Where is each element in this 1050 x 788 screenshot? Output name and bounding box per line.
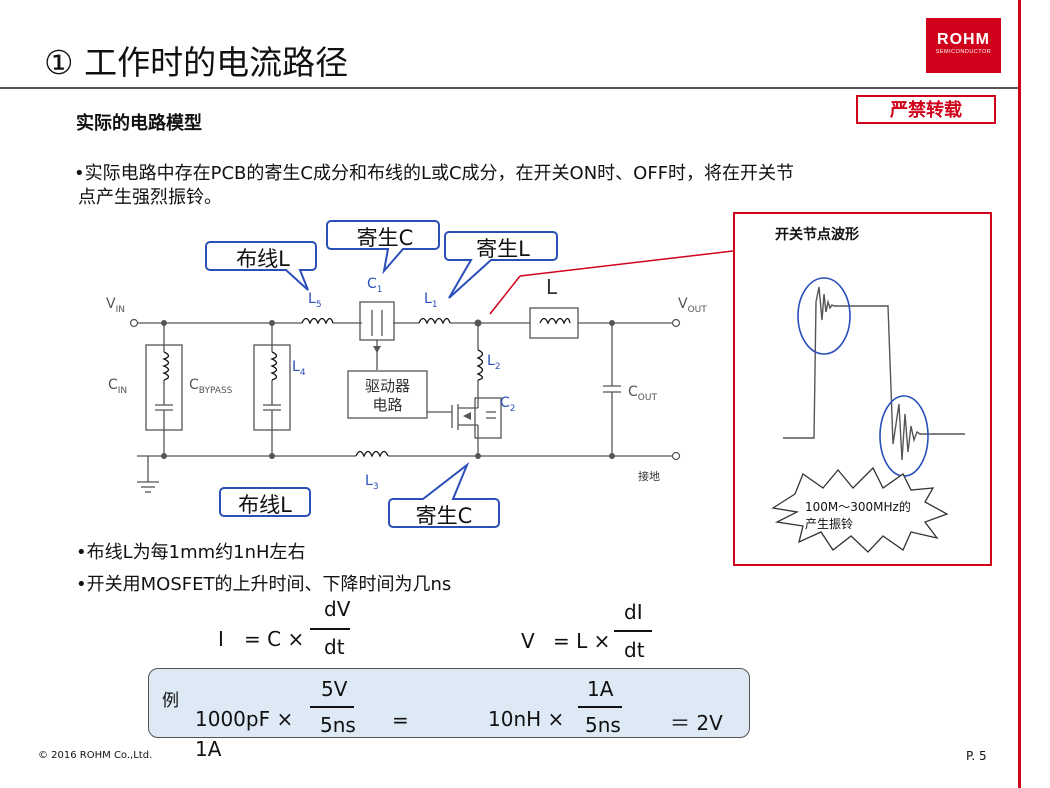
example1-num: 5V — [321, 677, 348, 701]
callout-parasitic-c-top: 寄生C — [356, 226, 414, 250]
label-vin: VIN — [106, 296, 125, 315]
label-c1: C1 — [367, 276, 383, 295]
callout-wire-l-bottom: 布线L — [238, 493, 292, 517]
example2-bar — [578, 706, 622, 708]
example1-lhs: 1000pF × — [195, 707, 294, 731]
formula-i-num: dV — [324, 597, 351, 621]
formula-v-bar — [614, 630, 652, 632]
label-c2: C2 — [500, 395, 516, 414]
formula-v-den: dt — [624, 638, 645, 662]
example-box — [148, 668, 750, 738]
waveform-graph — [771, 277, 965, 553]
label-cbypass: CBYPASS — [189, 377, 233, 396]
logo-sub-text: SEMICONDUCTOR — [935, 49, 992, 55]
label-l4: L4 — [292, 359, 306, 378]
formula-i-den: dt — [324, 635, 345, 659]
label-l3: L3 — [365, 473, 379, 492]
label-ground: 接地 — [638, 470, 660, 483]
example2-den: 5ns — [585, 713, 621, 737]
intro-line-1: •实际电路中存在PCB的寄生C成分和布线的L或C成分，在开关ON时、OFF时，将… — [74, 163, 795, 184]
label-l1: L1 — [424, 291, 438, 310]
example1-bar — [310, 706, 354, 708]
label-l5: L5 — [308, 291, 322, 310]
label-cin: CIN — [108, 377, 128, 396]
label-l2: L2 — [487, 353, 501, 372]
copyright: © 2016 ROHM Co.,Ltd. — [38, 750, 153, 761]
page-number: P. 5 — [966, 749, 987, 763]
example1-den: 5ns — [320, 713, 356, 737]
formula-v-lhs: V — [521, 629, 535, 653]
example1-equals: = — [392, 708, 409, 732]
callout-parasitic-l: 寄生L — [476, 237, 530, 261]
bullet-wire-inductance: •布线L为每1mm约1nH左右 — [76, 542, 306, 563]
no-reprint-stamp: 严禁转载 — [856, 95, 996, 124]
logo-main-text: ROHM — [937, 31, 990, 48]
label-cout: COUT — [628, 384, 657, 403]
example2-num: 1A — [587, 677, 614, 701]
formula-v-eq: = L × — [553, 629, 611, 653]
rohm-logo: ROHM SEMICONDUCTOR — [926, 18, 1001, 73]
formula-i-bar — [310, 628, 350, 630]
ringing-burst-text: 100M～300MHz的 产生振铃 — [805, 500, 911, 531]
section-subtitle: 实际的电路模型 — [76, 113, 202, 134]
label-l: L — [546, 275, 558, 299]
formula-v-num: dI — [624, 600, 643, 624]
driver-circuit-label: 驱动器 电路 — [364, 377, 410, 414]
title-divider — [0, 87, 1018, 89]
waveform-title: 开关节点波形 — [775, 227, 859, 243]
right-edge-bar — [1018, 0, 1021, 788]
example2-lhs: 10nH × — [488, 707, 565, 731]
formula-i-lhs: I — [218, 627, 224, 651]
label-vout: VOUT — [678, 296, 707, 315]
page-title: ① 工作时的电流路径 — [44, 43, 349, 82]
callout-parasitic-c-bottom: 寄生C — [415, 504, 473, 528]
intro-line-2: 点产生强烈振铃。 — [78, 187, 222, 208]
callout-wire-l-top: 布线L — [236, 247, 290, 271]
intro-paragraph: •实际电路中存在PCB的寄生C成分和布线的L或C成分，在开关ON时、OFF时，将… — [74, 162, 794, 210]
example-label: 例 — [162, 691, 179, 711]
example1-result: 1A — [195, 737, 222, 761]
formula-i-eq: = C × — [244, 627, 305, 651]
example2-result: ＝ 2V — [670, 711, 723, 735]
bullet-rise-fall-time: •开关用MOSFET的上升时间、下降时间为几ns — [76, 574, 452, 595]
